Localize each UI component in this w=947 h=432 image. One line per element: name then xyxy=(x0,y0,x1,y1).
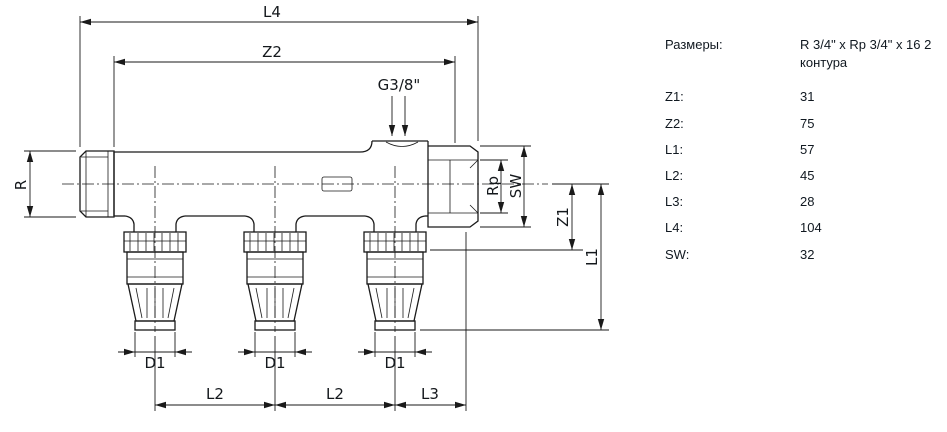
dim-name: Z2: xyxy=(665,115,684,131)
dim-value: 28 xyxy=(800,194,815,210)
dim-r: R xyxy=(12,150,76,218)
dim-z2: Z2 xyxy=(113,43,456,147)
table-row: L1: 57 xyxy=(665,141,941,159)
table-row: L3: 28 xyxy=(665,193,941,211)
dim-label-l3: L3 xyxy=(421,385,439,403)
table-row: Z2: 75 xyxy=(665,115,941,133)
technical-drawing: D1 xyxy=(12,3,609,432)
table-row: Z1: 31 xyxy=(665,88,941,106)
dim-label-l4: L4 xyxy=(263,3,281,21)
left-threaded-end xyxy=(79,150,115,218)
top-branch-outlet xyxy=(359,140,428,153)
dim-rp: Rp xyxy=(480,159,508,214)
dim-name: L1: xyxy=(665,141,684,157)
dim-label-z1: Z1 xyxy=(554,207,572,227)
dim-sw: SW xyxy=(480,145,531,228)
dim-name: Z1: xyxy=(665,89,684,105)
outlet-fitting-1 xyxy=(118,166,192,411)
table-row: L4: 104 xyxy=(665,219,941,237)
dim-label-r: R xyxy=(12,180,30,190)
outlet-fitting-2 xyxy=(238,166,312,411)
dimensions-header-label: Размеры: xyxy=(665,37,723,52)
table-row: L2: 45 xyxy=(665,167,941,185)
dimensions-panel: Размеры: R 3/4" x Rp 3/4" x 16 2 контура… xyxy=(665,36,941,272)
dim-label-l2-a: L2 xyxy=(206,385,224,403)
dim-value: 75 xyxy=(800,115,815,131)
right-hex-end xyxy=(427,141,479,228)
dim-label-sw: SW xyxy=(507,174,525,199)
dim-value: 45 xyxy=(800,167,815,183)
dim-name: L3: xyxy=(665,194,684,210)
manifold-body xyxy=(113,151,428,217)
dim-chain-l2-l2-l3: L2 L2 L3 xyxy=(155,232,467,411)
outlet-fitting-3 xyxy=(358,166,432,411)
dim-label-rp: Rp xyxy=(484,176,502,196)
dim-label-g38: G3/8" xyxy=(378,76,421,94)
dim-l4: L4 xyxy=(79,3,479,147)
dim-value: 32 xyxy=(800,246,815,262)
dim-l1: L1 xyxy=(420,184,609,331)
dim-name: SW: xyxy=(665,246,690,262)
dim-name: L2: xyxy=(665,167,684,183)
dim-name: L4: xyxy=(665,220,684,236)
dimensions-rows: Z1: 31 Z2: 75 L1: 57 L2: 45 L3: 28 L4: 1… xyxy=(665,88,941,263)
table-row: SW: 32 xyxy=(665,246,941,264)
dimensions-header: Размеры: R 3/4" x Rp 3/4" x 16 2 контура xyxy=(665,36,941,72)
body-marking-boss xyxy=(321,176,353,192)
dim-label-z2: Z2 xyxy=(262,43,282,61)
dim-label-l1: L1 xyxy=(583,248,601,266)
dim-g38: G3/8" xyxy=(378,76,421,136)
dim-label-l2-b: L2 xyxy=(326,385,344,403)
dim-value: 57 xyxy=(800,141,815,157)
dimensions-header-value: R 3/4" x Rp 3/4" x 16 2 контура xyxy=(800,37,932,71)
dim-value: 104 xyxy=(800,220,822,236)
dim-value: 31 xyxy=(800,89,815,105)
